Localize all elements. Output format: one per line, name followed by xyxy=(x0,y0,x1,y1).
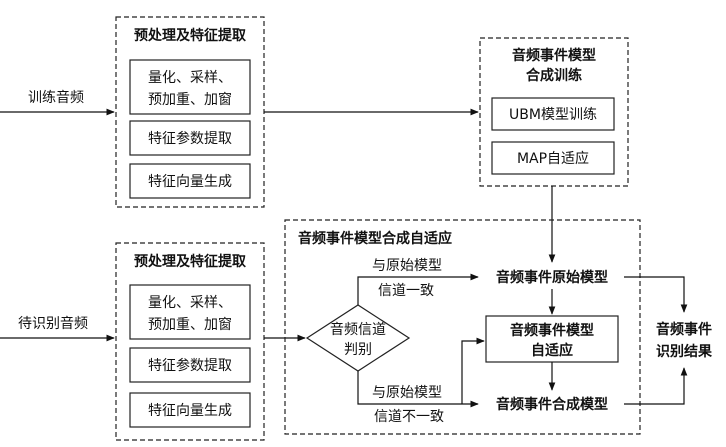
preprocess-bottom-title: 预处理及特征提取 xyxy=(134,253,247,270)
original-model-label: 音频事件原始模型 xyxy=(496,269,608,286)
inconsistent-label-line2: 信道不一致 xyxy=(374,409,444,425)
result-line2: 识别结果 xyxy=(656,343,713,360)
preprocess-bottom-quantize-box xyxy=(129,284,251,340)
preprocess-bottom-step3: 特征向量生成 xyxy=(148,403,232,419)
adapt-line2: 自适应 xyxy=(531,342,573,359)
preprocess-top-step1-line2: 预加重、加窗 xyxy=(148,91,232,108)
training-title-line2: 合成训练 xyxy=(526,67,582,84)
preprocess-bottom-group xyxy=(115,242,265,441)
test-audio-label: 待识别音频 xyxy=(18,315,88,332)
map-adaptation-box xyxy=(491,141,615,175)
training-group xyxy=(479,37,629,187)
adapt-line1: 音频事件模型 xyxy=(510,322,594,339)
train-audio-label: 训练音频 xyxy=(28,89,84,106)
model-adaptation-box xyxy=(485,315,619,363)
preprocess-bottom-step1-line1: 量化、采样、 xyxy=(148,295,232,311)
preprocess-top-step2: 特征参数提取 xyxy=(148,130,232,147)
synth-model-label: 音频事件合成模型 xyxy=(496,396,608,413)
preprocess-top-feature-vector-box xyxy=(129,163,251,199)
adaptation-title: 音频事件模型合成自适应 xyxy=(298,230,452,247)
preprocess-bottom-feature-param-box xyxy=(129,347,251,383)
channel-decision-diamond xyxy=(305,304,411,372)
preprocess-bottom-step1-line2: 预加重、加窗 xyxy=(148,316,232,333)
preprocess-top-quantize-box xyxy=(129,59,251,115)
decision-line2: 判别 xyxy=(344,342,372,358)
original-to-result-arrow xyxy=(624,276,688,313)
inconsistent-branch-arrow xyxy=(357,371,479,408)
preprocess-top-step1-line1: 量化、采样、 xyxy=(148,70,232,86)
consistent-label-line2: 信道一致 xyxy=(378,283,434,299)
result-line1: 音频事件 xyxy=(656,321,712,338)
adaptation-group xyxy=(284,219,641,435)
consistent-label-line1: 与原始模型 xyxy=(372,258,442,274)
preprocess-top-feature-param-box xyxy=(129,120,251,156)
synth-to-result-arrow xyxy=(624,367,688,405)
consistent-branch-arrow xyxy=(357,273,479,305)
map-adaptation-label: MAP自适应 xyxy=(517,150,589,167)
inconsistent-to-adapt-arrow xyxy=(461,337,485,404)
ubm-training-box xyxy=(491,97,615,131)
preprocess-bottom-feature-vector-box xyxy=(129,392,251,428)
preprocess-top-step3: 特征向量生成 xyxy=(148,174,232,190)
ubm-training-label: UBM模型训练 xyxy=(509,107,597,123)
decision-line1: 音频信道 xyxy=(330,321,386,338)
preprocess-top-title: 预处理及特征提取 xyxy=(134,27,247,44)
inconsistent-label-line1: 与原始模型 xyxy=(372,385,442,401)
preprocess-bottom-step2: 特征参数提取 xyxy=(148,357,232,374)
training-title-line1: 音频事件模型 xyxy=(512,47,596,64)
